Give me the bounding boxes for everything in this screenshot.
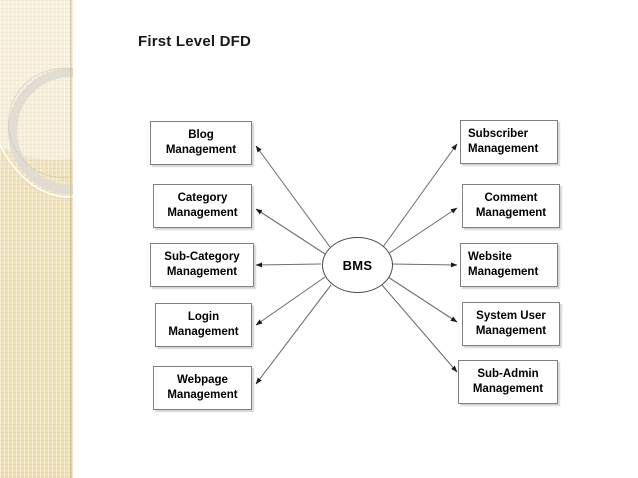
edge-hub-to-sub-category xyxy=(255,262,322,268)
node-label-line1: Blog xyxy=(188,129,214,141)
edge-hub-to-website xyxy=(390,262,458,268)
node-label-line2: Management xyxy=(475,325,547,337)
node-website-management[interactable]: Website Management xyxy=(460,243,558,287)
node-label-line1: Sub-Category xyxy=(164,251,240,263)
decorative-side-band xyxy=(0,0,73,478)
node-label-line1: Category xyxy=(177,192,228,204)
node-login-management[interactable]: Login Management xyxy=(155,303,252,347)
process-node-bms[interactable]: BMS xyxy=(322,237,393,293)
node-label-line1: Subscriber xyxy=(468,128,529,140)
node-sub-category-management[interactable]: Sub-Category Management xyxy=(150,243,254,287)
slide-title: First Level DFD xyxy=(138,33,252,50)
node-label-line2: Management xyxy=(167,207,238,219)
edge-hub-to-login xyxy=(255,276,326,326)
node-label-line1: Website xyxy=(468,251,512,263)
node-label-line2: Management xyxy=(165,144,237,156)
edge-hub-to-comment xyxy=(387,207,458,255)
node-blog-management[interactable]: Blog Management xyxy=(150,121,252,165)
node-label-line2: Management xyxy=(167,389,238,401)
edge-hub-to-system-user xyxy=(387,276,458,323)
node-label-line2: Management xyxy=(475,207,547,219)
node-label-line2: Management xyxy=(468,143,539,155)
node-label-line1: Sub-Admin xyxy=(477,368,539,380)
node-webpage-management[interactable]: Webpage Management xyxy=(153,366,252,410)
node-label-line1: Comment xyxy=(484,192,538,204)
node-system-user-management[interactable]: System User Management xyxy=(462,302,560,346)
process-node-bms-label: BMS xyxy=(342,257,373,273)
edge-hub-to-subscriber xyxy=(382,143,458,248)
node-label-line2: Management xyxy=(468,266,539,278)
node-label-line1: System User xyxy=(476,310,546,322)
node-sub-admin-management[interactable]: Sub-Admin Management xyxy=(458,360,558,404)
node-label-line2: Management xyxy=(166,266,238,278)
node-comment-management[interactable]: Comment Management xyxy=(462,184,560,228)
edge-hub-to-sub-admin xyxy=(381,284,458,373)
edge-hub-to-webpage xyxy=(255,284,332,385)
node-label-line1: Login xyxy=(187,311,220,323)
node-label-line2: Management xyxy=(168,326,239,338)
node-label-line1: Webpage xyxy=(177,374,228,386)
band-edge xyxy=(70,0,73,478)
edge-hub-to-category xyxy=(255,208,326,255)
node-subscriber-management[interactable]: Subscriber Management xyxy=(460,120,558,164)
node-category-management[interactable]: Category Management xyxy=(153,184,252,228)
edge-hub-to-blog xyxy=(255,145,331,248)
node-label-line2: Management xyxy=(472,383,544,395)
